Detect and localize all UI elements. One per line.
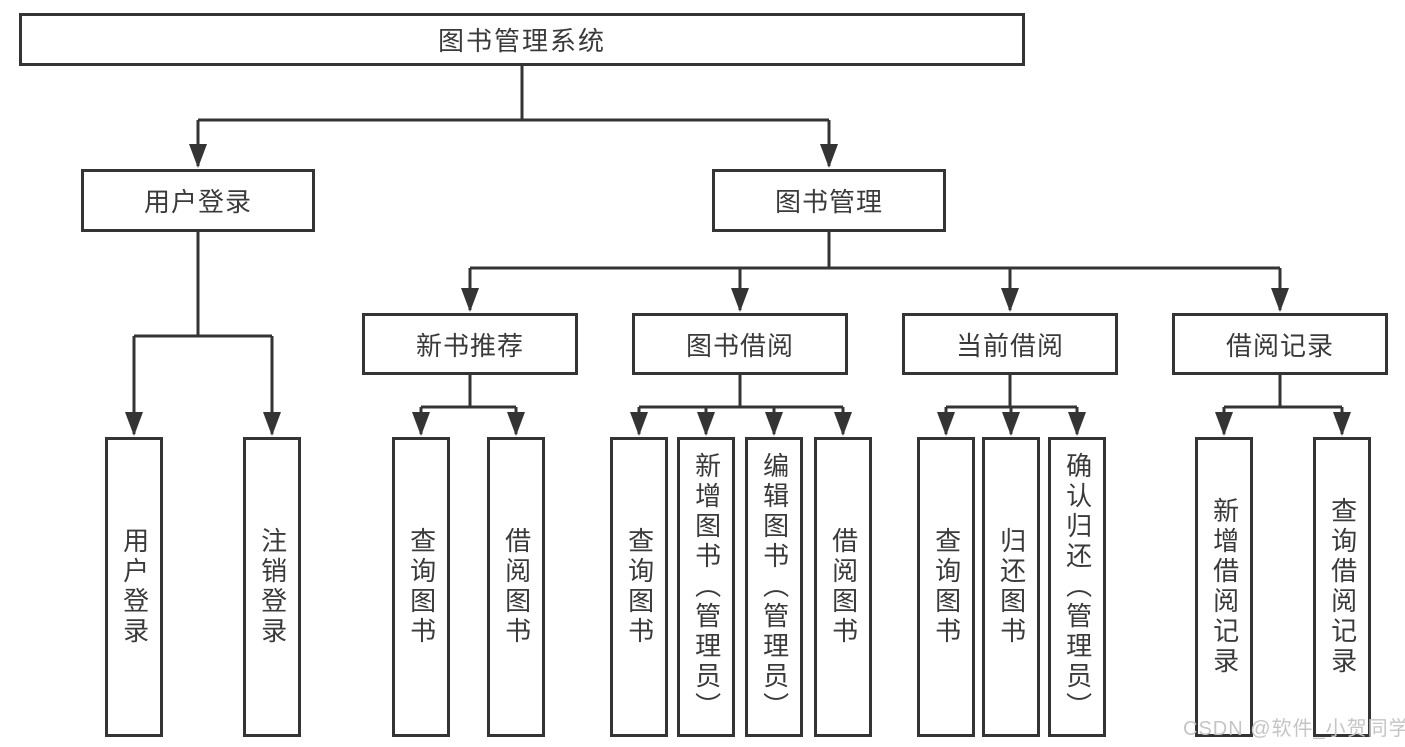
leaf-logout: 注销登录: [243, 437, 301, 737]
node-borrowing-records: 借阅记录: [1172, 313, 1388, 375]
node-book-borrowing-label: 图书借阅: [685, 330, 794, 361]
leaf-user-login: 用户登录: [105, 437, 163, 737]
node-new-book-recommend-label: 新书推荐: [415, 330, 524, 361]
leaf-borrow-books-label: 借阅图书: [828, 527, 859, 647]
leaf-logout-label: 注销登录: [257, 527, 288, 647]
leaf-add-books-admin-label: 新增图书（管理员）: [691, 452, 722, 722]
node-root-label: 图书管理系统: [437, 26, 606, 56]
leaf-query-books-current: 查询图书: [917, 437, 975, 737]
node-user-login-label: 用户登录: [143, 187, 252, 217]
node-current-borrowing-label: 当前借阅: [955, 330, 1064, 361]
node-user-login: 用户登录: [81, 169, 315, 232]
leaf-query-books-recommend-label: 查询图书: [406, 527, 437, 647]
leaf-query-books-current-label: 查询图书: [931, 527, 962, 647]
leaf-return-books-label: 归还图书: [996, 527, 1027, 647]
leaf-edit-books-admin: 编辑图书（管理员）: [745, 437, 803, 737]
leaf-confirm-return-admin-label: 确认归还（管理员）: [1062, 452, 1093, 722]
leaf-borrow-books-recommend-label: 借阅图书: [501, 527, 532, 647]
leaf-borrow-books-recommend: 借阅图书: [487, 437, 545, 737]
node-new-book-recommend: 新书推荐: [362, 313, 578, 375]
leaf-confirm-return-admin: 确认归还（管理员）: [1048, 437, 1106, 737]
leaf-query-books-recommend: 查询图书: [392, 437, 450, 737]
leaf-query-borrow-record-label: 查询借阅记录: [1327, 497, 1358, 677]
leaf-edit-books-admin-label: 编辑图书（管理员）: [759, 452, 790, 722]
leaf-borrow-books: 借阅图书: [814, 437, 872, 737]
leaf-return-books: 归还图书: [982, 437, 1040, 737]
node-book-management: 图书管理: [712, 169, 946, 232]
node-book-borrowing: 图书借阅: [632, 313, 848, 375]
node-borrowing-records-label: 借阅记录: [1225, 330, 1334, 361]
leaf-add-borrow-record: 新增借阅记录: [1195, 437, 1253, 737]
node-book-management-label: 图书管理: [774, 187, 883, 217]
leaf-query-books-borrowing: 查询图书: [610, 437, 668, 737]
node-current-borrowing: 当前借阅: [902, 313, 1118, 375]
leaf-query-books-borrowing-label: 查询图书: [624, 527, 655, 647]
csdn-watermark: CSDN @软件_小贺同学: [1183, 718, 1405, 740]
leaf-add-borrow-record-label: 新增借阅记录: [1209, 497, 1240, 677]
node-root-system: 图书管理系统: [19, 13, 1025, 66]
leaf-add-books-admin: 新增图书（管理员）: [677, 437, 735, 737]
leaf-user-login-label: 用户登录: [119, 527, 150, 647]
leaf-query-borrow-record: 查询借阅记录: [1313, 437, 1371, 737]
